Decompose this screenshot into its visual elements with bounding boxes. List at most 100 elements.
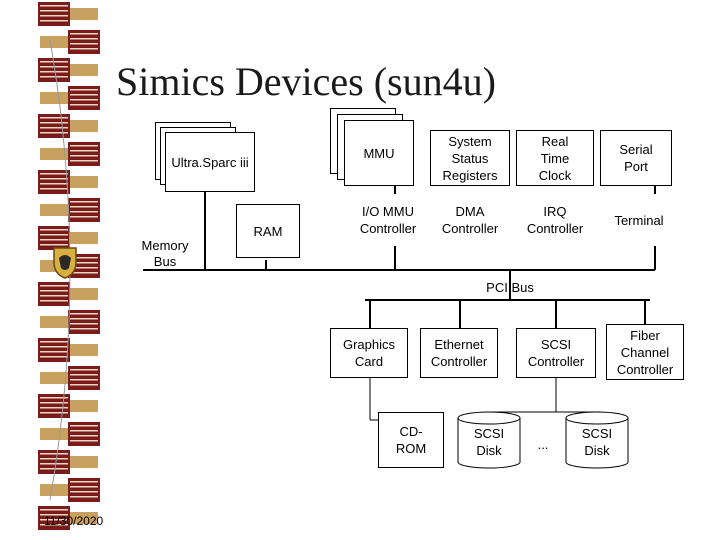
stripe-line	[40, 509, 68, 511]
stripe-line	[70, 201, 98, 203]
stripe-accent	[70, 344, 98, 356]
stripe-line	[40, 188, 68, 190]
stripe-line	[70, 323, 98, 325]
stripe-accent	[70, 64, 98, 76]
cdrom-box: CD- ROM	[378, 412, 444, 468]
stripe-line	[40, 295, 68, 297]
stripe-line	[40, 239, 68, 241]
stripe-line	[40, 234, 68, 236]
stripe-line	[70, 160, 98, 162]
stripe-accent	[70, 120, 98, 132]
cpu-stack-front	[165, 132, 255, 192]
stripe-line	[70, 435, 98, 437]
decorative-stripe	[38, 2, 100, 530]
stripe-accent	[40, 92, 68, 104]
stripe-line	[70, 150, 98, 152]
stripe-line	[70, 272, 98, 274]
stripe-line	[40, 117, 68, 119]
stripe-accent	[70, 456, 98, 468]
stripe-line	[40, 244, 68, 246]
stripe-accent	[40, 484, 68, 496]
stripe-line	[70, 206, 98, 208]
stripe-line	[70, 216, 98, 218]
stripe-line	[70, 384, 98, 386]
stripe-line	[40, 178, 68, 180]
terminal-box: Terminal	[600, 194, 678, 246]
fiber-channel-controller-box: Fiber Channel Controller	[606, 324, 684, 380]
stripe-line	[70, 379, 98, 381]
scsi-disk-1-shape	[457, 411, 521, 469]
stripe-line	[40, 290, 68, 292]
stripe-line	[70, 99, 98, 101]
stripe-accent	[70, 512, 98, 524]
real-time-clock-box: Real Time Clock	[516, 130, 594, 186]
stripe-accent	[70, 400, 98, 412]
stripe-line	[40, 458, 68, 460]
stripe-accent	[70, 232, 98, 244]
ethernet-controller-box: Ethernet Controller	[420, 328, 498, 378]
stripe-line	[70, 257, 98, 259]
stripe-line	[70, 318, 98, 320]
stripe-line	[40, 132, 68, 134]
stripe-line	[40, 514, 68, 516]
stripe-line	[40, 524, 68, 526]
stripe-line	[70, 43, 98, 45]
stripe-line	[70, 104, 98, 106]
stripe-line	[40, 20, 68, 22]
ellipsis-label: ...	[537, 437, 549, 452]
stripe-line	[40, 183, 68, 185]
stripe-line	[40, 10, 68, 12]
stripe-accent	[70, 8, 98, 20]
stripe-accent	[40, 36, 68, 48]
stripe-line	[70, 496, 98, 498]
stripe-line	[40, 300, 68, 302]
stripe-line	[40, 468, 68, 470]
stripe-accent	[70, 288, 98, 300]
stripe-line	[70, 481, 98, 483]
stripe-accent	[40, 148, 68, 160]
stripe-line	[40, 453, 68, 455]
stripe-line	[70, 48, 98, 50]
stripe-line	[40, 463, 68, 465]
stripe-line	[70, 262, 98, 264]
stripe-line	[70, 491, 98, 493]
stripe-line	[40, 229, 68, 231]
stripe-line	[40, 346, 68, 348]
scsi-controller-box: SCSI Controller	[516, 328, 596, 378]
stripe-line	[40, 397, 68, 399]
stripe-line	[40, 76, 68, 78]
mmu-box: MMU	[344, 120, 414, 186]
serial-port-box: Serial Port	[600, 130, 672, 186]
slide-date: 11/30/2020	[44, 514, 104, 528]
stripe-line	[70, 425, 98, 427]
ram-box: RAM	[236, 204, 300, 258]
stripe-line	[40, 407, 68, 409]
stripe-accent	[40, 316, 68, 328]
stripe-line	[40, 519, 68, 521]
stripe-accent	[40, 372, 68, 384]
stripe-line	[70, 313, 98, 315]
stripe-line	[40, 356, 68, 358]
scsi-disk-2-shape	[565, 411, 629, 469]
stripe-line	[40, 351, 68, 353]
stripe-line	[40, 402, 68, 404]
stripe-line	[40, 412, 68, 414]
stripe-accent	[40, 204, 68, 216]
stripe-line	[40, 5, 68, 7]
stripe-line	[40, 173, 68, 175]
stripe-line	[70, 89, 98, 91]
pci-bus-label: PCI Bus	[486, 280, 534, 295]
logo-shield-icon	[53, 247, 77, 279]
stripe-line	[70, 211, 98, 213]
stripe-line	[70, 369, 98, 371]
memory-bus-label: Memory Bus	[141, 238, 189, 269]
stripe-line	[70, 155, 98, 157]
stripe-line	[40, 122, 68, 124]
stripe-line	[40, 341, 68, 343]
stripe-accent	[40, 428, 68, 440]
stripe-line	[70, 430, 98, 432]
dma-controller-box: DMA Controller	[430, 194, 510, 246]
stripe-line	[70, 374, 98, 376]
stripe-line	[70, 145, 98, 147]
